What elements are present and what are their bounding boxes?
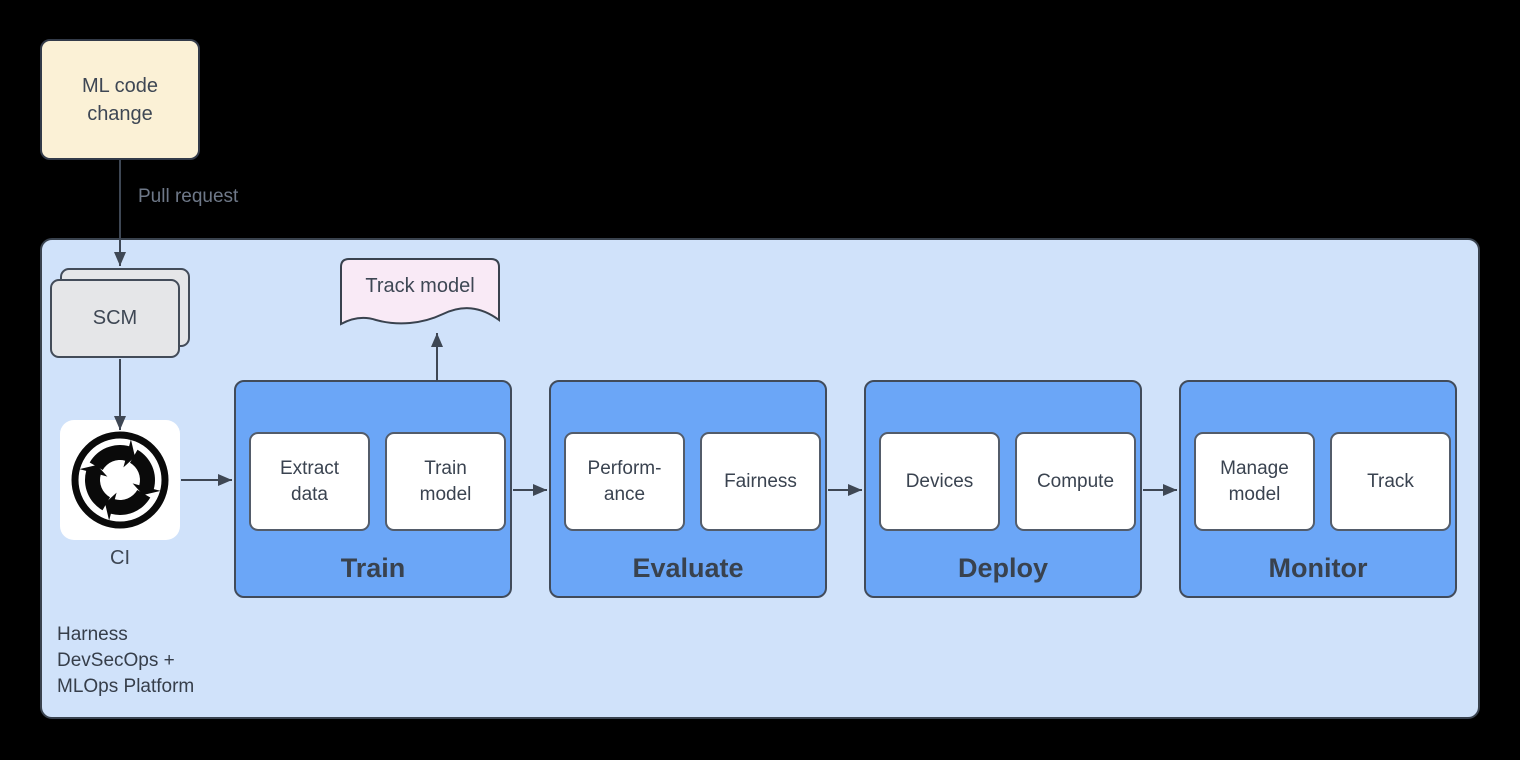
stage-box-deploy: Devices Compute Deploy [864, 380, 1142, 598]
stage-item-fairness: Fairness [700, 432, 821, 531]
scm-node: SCM [50, 279, 180, 358]
stage-item-compute: Compute [1015, 432, 1136, 531]
stage-item-manage-model: Manage model [1194, 432, 1315, 531]
stage-label-monitor: Monitor [1268, 553, 1368, 583]
stage-item-extract-data: Extract data [249, 432, 370, 531]
stage-item-train-model: Train model [385, 432, 506, 531]
track-model-document [340, 258, 500, 326]
stage-item-devices: Devices [879, 432, 1000, 531]
ci-node [60, 420, 180, 540]
stage-box-evaluate: Perform- ance Fairness Evaluate [549, 380, 827, 598]
ci-node-label: CI [110, 547, 130, 569]
stage-box-monitor: Manage model Track Monitor [1179, 380, 1457, 598]
stage-box-train: Extract data Train model Train [234, 380, 512, 598]
track-model-label: Track model [365, 275, 475, 297]
stage-item-performance: Perform- ance [564, 432, 685, 531]
pull-request-edge-label: Pull request [138, 186, 239, 207]
sync-cycle-icon [71, 431, 169, 529]
stage-item-track: Track [1330, 432, 1451, 531]
stage-label-train: Train [340, 553, 406, 583]
ml-code-change-node: ML code change [40, 39, 200, 160]
platform-caption: Harness DevSecOps + MLOps Platform [57, 624, 195, 697]
stage-label-deploy: Deploy [957, 553, 1049, 583]
stage-label-evaluate: Evaluate [632, 553, 744, 583]
